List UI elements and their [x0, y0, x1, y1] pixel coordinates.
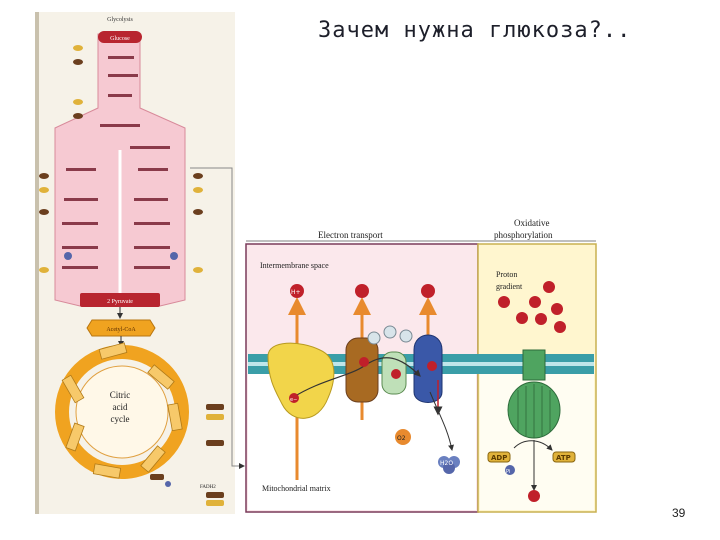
- h2o-label: H2O: [440, 460, 453, 467]
- mitochondrial-matrix-label: Mitochondrial matrix: [262, 484, 331, 493]
- electron-markers: [289, 357, 437, 403]
- oxygen-reduction-arrow: [429, 391, 454, 451]
- glucose-label: Glucose: [110, 36, 130, 42]
- slide-title: Зачем нужна глюкоза?..: [318, 18, 632, 43]
- atp-synthase-stalk: [522, 349, 546, 381]
- h-plus-gradient-markers: [498, 281, 566, 333]
- glycolysis-header: Glycolysis: [107, 17, 133, 23]
- scan-shadow-edge: [35, 12, 39, 514]
- atp-molecule: [552, 451, 576, 463]
- pi-label: Pi: [506, 469, 510, 475]
- electron-carrier-circles: [367, 325, 413, 345]
- acetyl-coa-shape: [86, 319, 156, 337]
- citric-acid-cycle-inner: [75, 365, 169, 459]
- adp-label: ADP: [491, 454, 507, 462]
- atp-formation-arrow: [513, 440, 553, 451]
- phosphate-molecule: [505, 465, 515, 475]
- nadh-icons: [150, 404, 224, 506]
- water-molecule: [438, 456, 460, 474]
- o2-label: O2: [397, 435, 406, 442]
- fadh2-label: FADH2: [200, 485, 216, 490]
- h-plus-markers-ims: [290, 284, 435, 298]
- intermembrane-label: Intermembrane space: [260, 261, 329, 270]
- proton-gradient-line2: gradient: [496, 282, 523, 291]
- electron-transport-title: Electron transport: [318, 230, 383, 240]
- cycle-intermediates: [61, 342, 183, 479]
- cycle-label-line1: Citric: [110, 390, 131, 400]
- cycle-label-line3: cycle: [111, 414, 130, 424]
- page-number: 39: [672, 506, 686, 520]
- oxidative-title-line2: phosphorylation: [494, 230, 553, 240]
- pyruvate-box: [80, 293, 160, 307]
- cycle-label-line2: acid: [113, 402, 128, 412]
- h-plus-matrix-marker: [528, 490, 540, 502]
- electron-symbol: e−: [290, 397, 297, 403]
- atp-side-icons: [39, 45, 203, 273]
- acetyl-coa-label: Acetyl-CoA: [106, 327, 136, 333]
- pyruvate-label: 2 Pyruvate: [107, 299, 133, 305]
- complex-iii: [345, 337, 379, 403]
- atp-label: ATP: [556, 454, 571, 462]
- feed-to-etc-line: [190, 167, 245, 469]
- oxygen-molecule: [395, 429, 411, 445]
- glucose-box: [98, 31, 142, 43]
- h-plus-label: H+: [291, 289, 301, 296]
- complex-i: [267, 342, 335, 419]
- atp-synthase-subunits: [517, 384, 551, 438]
- proton-gradient-line1: Proton: [496, 270, 517, 279]
- glycolysis-steps: [62, 56, 170, 269]
- oxidative-title-line1: Oxidative: [514, 218, 550, 228]
- adp-molecule: [487, 451, 511, 463]
